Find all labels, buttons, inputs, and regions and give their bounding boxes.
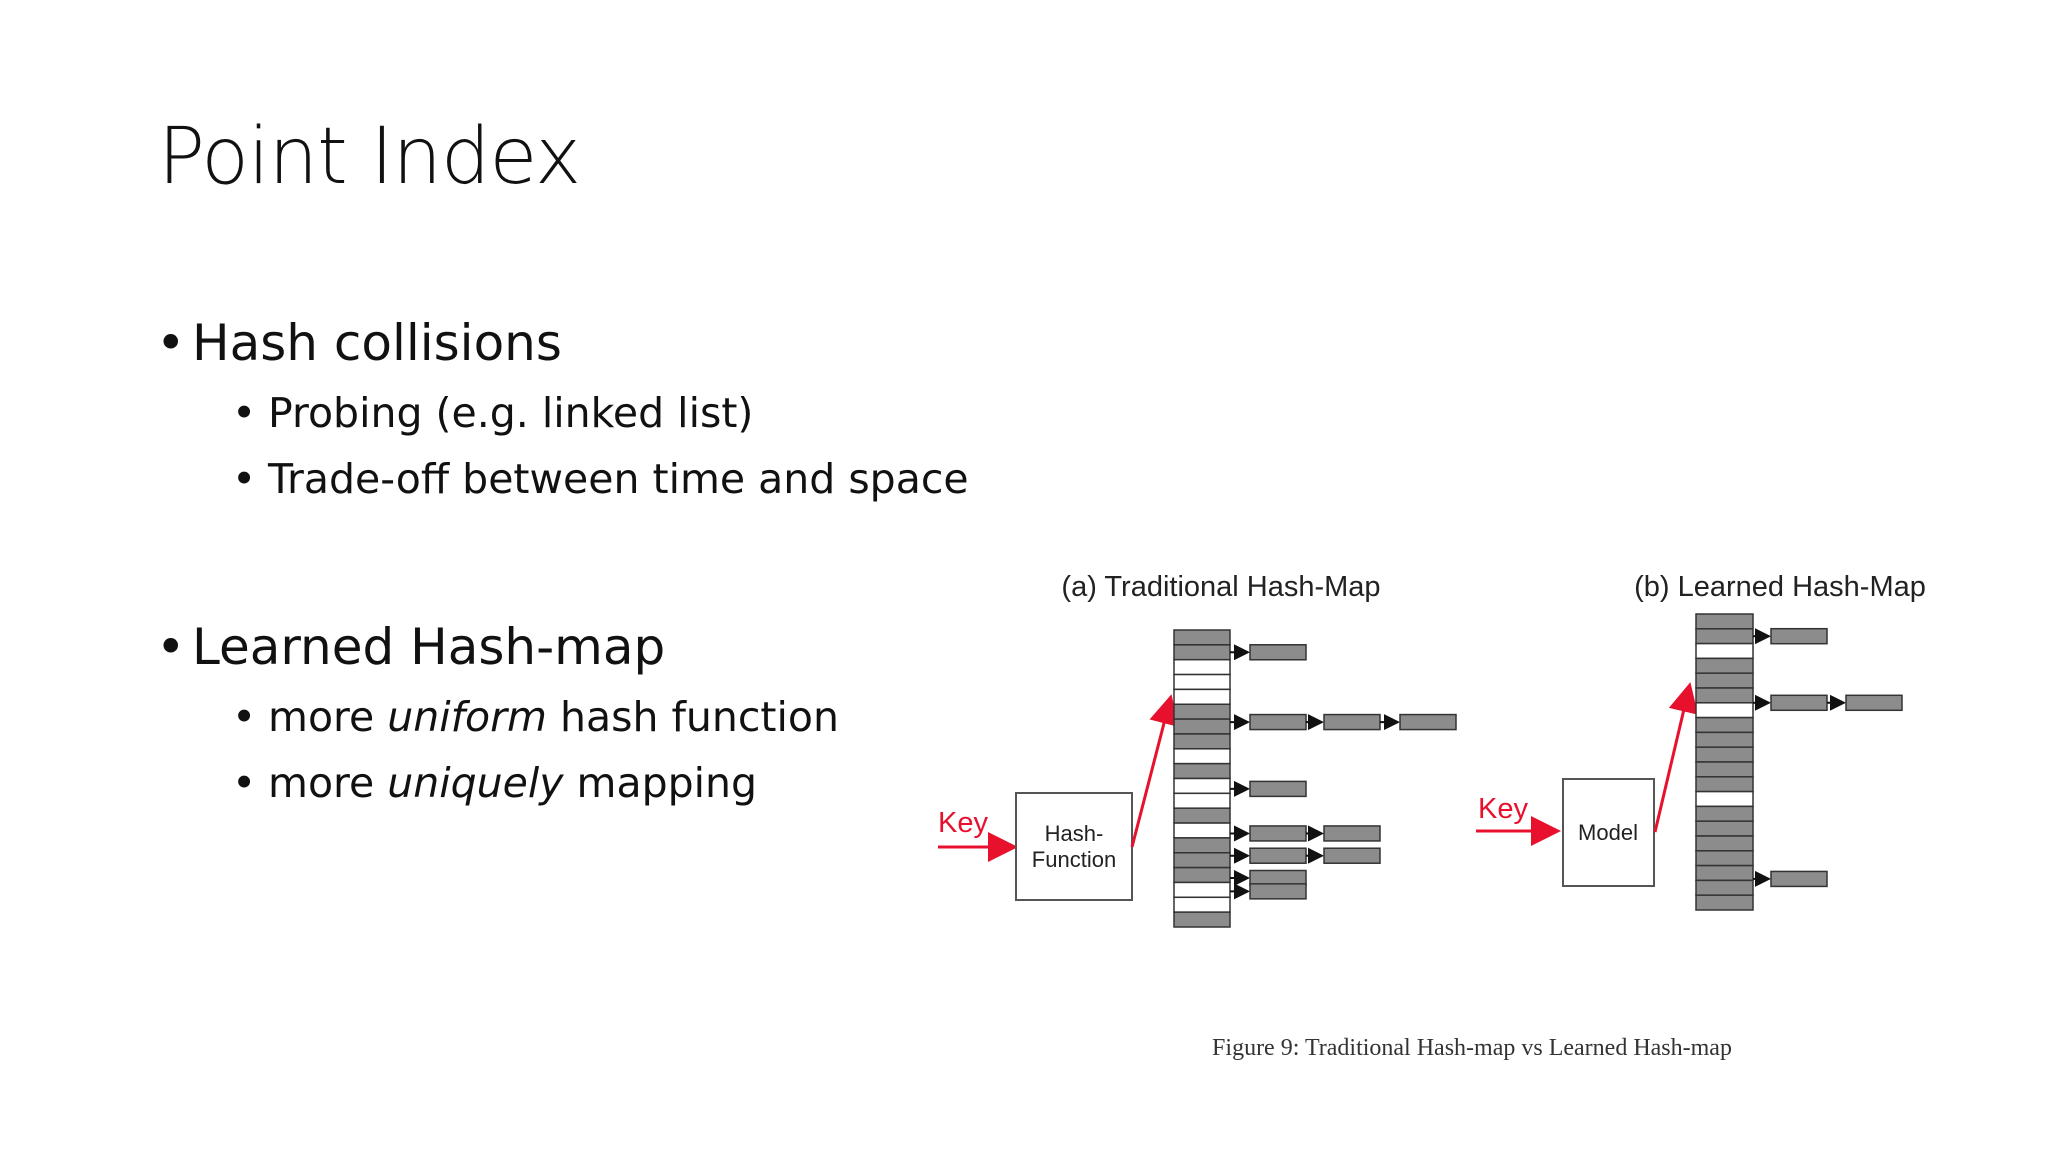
hash-slot [1173, 792, 1231, 809]
hash-slot [1695, 894, 1754, 911]
hash-slot [1173, 718, 1231, 735]
chain-node [1770, 694, 1828, 712]
panel-b-key-label: Key [1478, 793, 1528, 825]
bullet-dot: • [232, 389, 257, 437]
sub-bullet-uniform: •more uniform hash function [232, 693, 839, 741]
chain-node [1249, 869, 1307, 887]
slide-title: Point Index [158, 112, 581, 202]
bullet-dot: • [232, 759, 257, 807]
chain-node [1770, 870, 1828, 888]
hash-slot [1695, 805, 1754, 822]
hash-slot [1695, 746, 1754, 763]
bullet-emphasis: uniform [387, 693, 547, 741]
sub-bullet-probing: •Probing (e.g. linked list) [232, 389, 754, 437]
bullet-text: Learned Hash-map [192, 618, 666, 676]
hash-slot [1695, 850, 1754, 867]
bullet-dot: • [156, 618, 186, 676]
panel-a-slot-table [1173, 629, 1231, 928]
hash-slot [1695, 790, 1754, 808]
panel-a-collision-chains [1230, 644, 1457, 900]
panel-a-title: (a) Traditional Hash-Map [1061, 571, 1380, 603]
figure-caption: Figure 9: Traditional Hash-map vs Learne… [1212, 1035, 1732, 1061]
hash-slot [1173, 777, 1231, 795]
hash-slot [1173, 807, 1231, 824]
bullet-text-pre: more [268, 693, 388, 741]
panel-a-box-label-2: Function [1032, 847, 1116, 872]
hash-slot [1173, 703, 1231, 720]
panel-a-hash-function-box [1015, 792, 1133, 901]
hash-slot [1695, 716, 1754, 734]
hash-slot [1695, 761, 1754, 778]
panel-b-collision-chains [1753, 627, 1903, 888]
sub-bullet-tradeoff: •Trade-off between time and space [232, 455, 969, 503]
hash-slot [1695, 613, 1754, 630]
hash-slot [1173, 837, 1231, 854]
hash-slot [1173, 896, 1231, 913]
hash-slot [1173, 852, 1231, 869]
bullet-text-post: mapping [563, 759, 758, 807]
chain-node [1249, 780, 1307, 798]
hash-slot [1173, 733, 1231, 750]
bullet-dot: • [232, 455, 257, 503]
chain-node [1845, 694, 1903, 712]
hash-slot [1695, 657, 1754, 674]
chain-node [1249, 713, 1307, 731]
hash-slot [1695, 879, 1754, 896]
hash-slot [1173, 748, 1231, 765]
chain-node [1249, 644, 1307, 661]
panel-a-hash-arrow [1130, 694, 1179, 848]
hash-slot [1173, 658, 1231, 676]
hash-slot [1173, 644, 1231, 661]
bullet-text: Trade-off between time and space [268, 455, 969, 503]
sub-bullet-uniquely: •more uniquely mapping [232, 759, 758, 807]
panel-b-model-arrow [1653, 682, 1699, 833]
hash-slot [1173, 866, 1231, 884]
chain-node [1770, 627, 1828, 645]
hash-slot [1173, 673, 1231, 691]
chain-node [1323, 825, 1381, 842]
hash-slot [1695, 642, 1754, 660]
bullet-text-post: hash function [546, 693, 839, 741]
chain-node [1249, 825, 1307, 842]
panel-b-title: (b) Learned Hash-Map [1634, 571, 1926, 603]
panel-a-key-label: Key [938, 807, 988, 839]
hash-slot [1173, 881, 1231, 899]
bullet-learned-hash-map: •Learned Hash-map [156, 620, 665, 675]
hash-slot [1173, 629, 1231, 646]
hash-slot [1173, 688, 1231, 706]
hash-slot [1695, 687, 1754, 704]
chain-node [1249, 883, 1307, 900]
hash-slot [1695, 776, 1754, 793]
hash-slot [1695, 835, 1754, 852]
bullet-hash-collisions: •Hash collisions [156, 316, 562, 371]
bullet-text: Hash collisions [192, 314, 562, 372]
hash-slot [1173, 762, 1231, 780]
bullet-text-pre: more [268, 759, 388, 807]
hash-slot [1173, 911, 1231, 928]
chain-node [1399, 713, 1457, 731]
bullet-dot: • [232, 693, 257, 741]
bullet-emphasis: uniquely [387, 759, 564, 807]
hash-slot [1695, 864, 1754, 882]
chain-node [1249, 847, 1307, 864]
panel-b-model-box [1562, 778, 1655, 887]
bullet-text: Probing (e.g. linked list) [268, 389, 754, 437]
hash-slot [1695, 702, 1754, 719]
hash-slot [1695, 731, 1754, 748]
panel-b-box-label: Model [1578, 820, 1638, 845]
chain-node [1323, 847, 1381, 864]
panel-a-box-label-1: Hash- [1045, 821, 1104, 846]
chain-node [1323, 713, 1381, 731]
panel-b-slot-table [1695, 613, 1754, 911]
hash-slot [1695, 672, 1754, 689]
bullet-dot: • [156, 314, 186, 372]
hash-slot [1173, 822, 1231, 839]
hash-slot [1695, 820, 1754, 837]
hash-slot [1695, 628, 1754, 645]
